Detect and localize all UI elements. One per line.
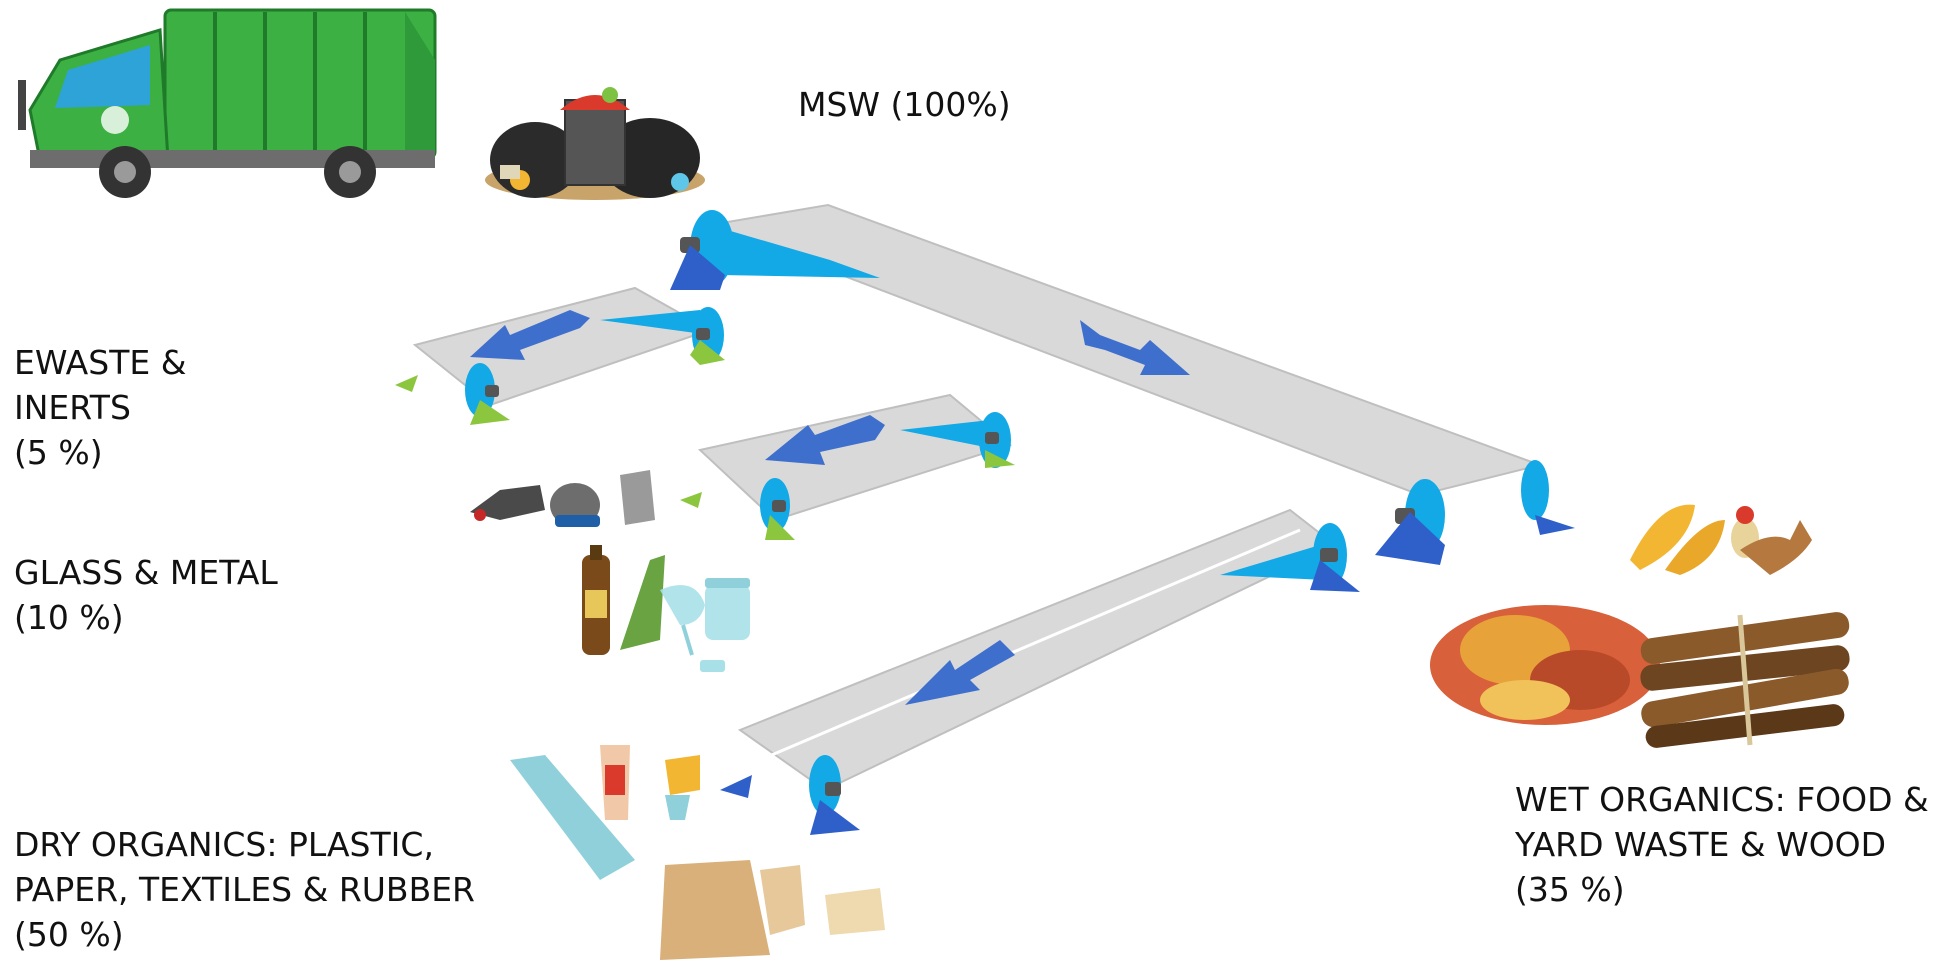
dry-organics-label: DRY ORGANICS: PLASTIC, PAPER, TEXTILES &… (14, 825, 475, 954)
wet-organics-label: WET ORGANICS: FOOD & YARD WASTE & WOOD (… (1515, 780, 1929, 909)
flow-arrow-icon (470, 310, 590, 360)
leaves-wood-icon (1430, 605, 1850, 748)
glass-metal-label: GLASS & METAL (10 %) (14, 553, 278, 637)
flow-arrow-icon (905, 640, 1015, 705)
plastic-paper-items-icon (510, 745, 885, 960)
main-conveyor (670, 203, 1575, 565)
trash-pile-icon (485, 87, 705, 200)
msw-label: MSW (100%) (798, 85, 1011, 124)
flow-arrow-icon (1080, 320, 1190, 375)
garbage-truck-icon (18, 8, 437, 198)
flow-arrow-icon (765, 415, 885, 465)
dry-organics-conveyor (720, 508, 1360, 835)
ewaste-conveyor (395, 286, 725, 425)
food-scraps-icon (1630, 504, 1812, 575)
ewaste-items-icon (470, 470, 655, 527)
glass-metal-conveyor (680, 393, 1015, 540)
ewaste-label: EWASTE & INERTS (5 %) (14, 343, 187, 472)
bottles-jars-icon (582, 545, 750, 672)
